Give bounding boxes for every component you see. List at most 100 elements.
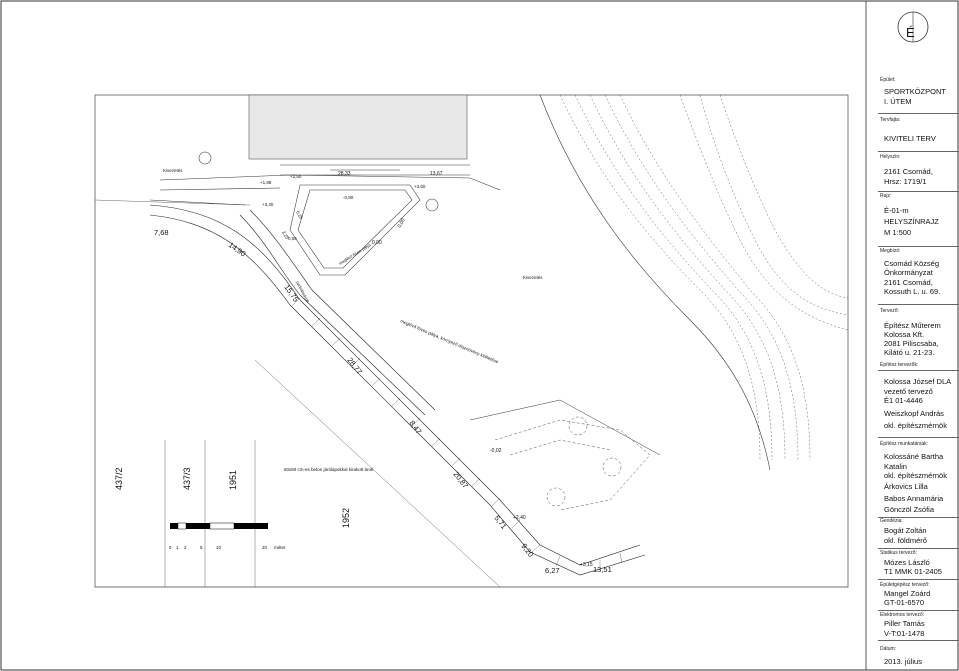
dimension-label: 7,68 <box>154 228 169 237</box>
scale-tick: 1 <box>176 545 179 550</box>
architects-key: Építész tervezők: <box>880 362 919 368</box>
electrical-line: Piller Tamás <box>884 619 925 628</box>
client-line: Csomád Község <box>884 259 940 268</box>
building-outline <box>248 94 468 160</box>
scale-bar: 0 1 2 5 10 20 méter <box>169 522 286 550</box>
level-label: +2,50 <box>290 174 302 179</box>
dimension-label: 2,25 <box>281 230 290 241</box>
divider <box>878 370 959 371</box>
dimension-label: 0,00 <box>397 217 407 229</box>
level-label: -0,80 <box>343 195 354 200</box>
level-label: -0,02 <box>490 448 502 454</box>
area-label: 60x60 cm-es beton járólapokkal kirakott … <box>284 467 374 472</box>
mechanical-key: Épületgépész tervező: <box>880 582 930 588</box>
divider <box>878 113 959 114</box>
structural-line: T1 MMK 01-2405 <box>884 567 942 576</box>
parcel-label: 437/3 <box>182 467 192 490</box>
staff-line: okl. építészmérnök <box>884 471 947 480</box>
level-label: 0,05 <box>288 236 297 241</box>
client-line: Kossuth L. u. 69. <box>884 287 941 296</box>
fence-line <box>469 399 661 456</box>
dimension-label: 13,51 <box>593 565 612 574</box>
plan-type-line: KIVITELI TERV <box>884 134 936 143</box>
architects-line: Kolossa József DLA <box>884 377 952 386</box>
area-label: meglévő füves pálya, környező dísznövény… <box>400 318 500 364</box>
survey-line: okl. földmérő <box>884 536 927 545</box>
designer-line: Kilátó u. 21-23. <box>884 348 935 357</box>
architects-line: vezető tervező <box>884 387 933 396</box>
building-line: SPORTKÖZPONT <box>884 87 946 96</box>
scale-tick: 10 <box>216 545 222 550</box>
access-road <box>149 151 501 212</box>
electrical-line: V-T:01-1478 <box>884 629 925 638</box>
date-key: Dátum: <box>880 646 897 652</box>
north-arrow-icon: É <box>897 11 929 43</box>
dimension-label: 9,20 <box>519 542 535 559</box>
ramp-hatch <box>291 297 623 570</box>
client-line: Önkormányzat <box>884 268 933 277</box>
terrain-edge <box>539 94 771 471</box>
ramp-road <box>149 204 646 576</box>
dimension-label: 0,25 <box>295 210 304 221</box>
electrical-key: Elektromos tervező: <box>880 612 925 618</box>
designer-line: Építész Műterem <box>884 321 941 330</box>
dimension-label: 28,77 <box>345 356 364 376</box>
designer-line: 2081 Piliscsaba, <box>884 339 939 348</box>
level-label: +2,40 <box>513 515 526 521</box>
staff-line: Katalin <box>884 462 907 471</box>
parcel-label: 437/2 <box>114 467 124 490</box>
architects-line: okl. építészmérnök <box>884 421 947 430</box>
staff-line: Árkovics Lilla <box>884 482 928 491</box>
parking-area <box>280 164 470 276</box>
divider <box>878 191 959 192</box>
scale-tick: 2 <box>184 545 187 550</box>
scale-tick: 0 <box>169 545 172 550</box>
parcel-lines <box>94 199 848 588</box>
drawing-line: HELYSZÍNRAJZ <box>884 217 939 226</box>
area-label: Kivezetés <box>163 168 183 173</box>
divider <box>878 610 959 611</box>
mechanical-line: GT-01-6570 <box>884 598 925 607</box>
dimension-label: 28,33 <box>338 171 351 177</box>
divider <box>878 640 959 641</box>
level-label: +3,15 <box>580 562 593 568</box>
divider <box>878 246 959 247</box>
title-block: Épület: SPORTKÖZPONT I. ÜTEM Tervfajta: … <box>868 60 959 671</box>
dimension-label: 14,90 <box>227 240 248 258</box>
divider <box>878 579 959 580</box>
staff-key: Építész munkatársak: <box>880 441 929 447</box>
scale-tick: 20 <box>262 545 268 550</box>
architects-line: Weiszkopf András <box>884 409 944 418</box>
dimension-label: 13,67 <box>430 171 443 177</box>
dimension-label: 20,87 <box>451 470 470 490</box>
divider <box>878 548 959 549</box>
staff-line: Kolossáné Bartha <box>884 452 944 461</box>
client-key: Megbízó: <box>880 248 901 254</box>
staff-line: Babos Annamária <box>884 494 944 503</box>
survey-key: Geodézia: <box>880 518 903 524</box>
parcel-label: 1952 <box>341 508 351 528</box>
location-line: Hrsz: 1719/1 <box>884 177 927 186</box>
client-line: 2161 Csomád, <box>884 278 933 287</box>
architects-line: É1 01-4446 <box>884 396 923 405</box>
divider <box>878 151 959 152</box>
date-line: 2013. július <box>884 657 922 666</box>
area-label: meglévő füves pálya <box>338 242 372 266</box>
drawing-line: É-01-m <box>884 206 909 215</box>
survey-line: Bogát Zoltán <box>884 526 927 535</box>
divider <box>878 304 959 305</box>
divider <box>878 517 959 518</box>
structural-key: Statikus tervező: <box>880 550 917 556</box>
building-line: I. ÜTEM <box>884 97 912 106</box>
building-key: Épület: <box>880 77 896 83</box>
level-label: +3,40 <box>262 202 274 207</box>
area-label: Kivezetés <box>523 275 543 280</box>
level-label: 0,00 <box>372 240 382 246</box>
structural-line: Mózes László <box>884 558 930 567</box>
north-label: É <box>906 25 915 40</box>
designer-key: Tervező: <box>880 308 899 314</box>
scale-tick: 5 <box>200 545 203 550</box>
